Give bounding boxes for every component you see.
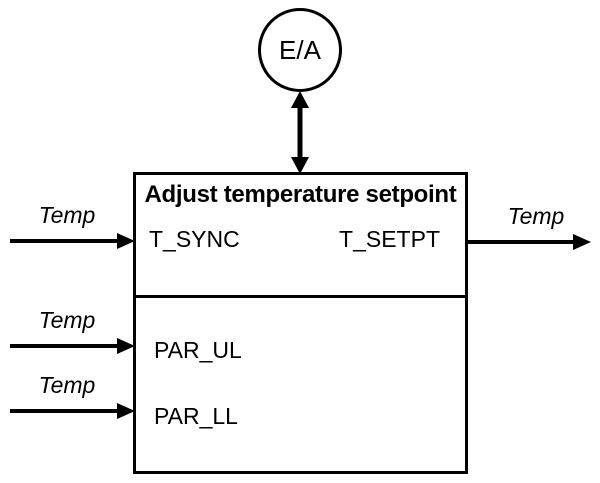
t-sync-input-arrow-icon <box>10 233 135 249</box>
temp-label-t-setpt-output: Temp <box>507 203 565 229</box>
function-block-title: Adjust temperature setpoint <box>144 181 457 208</box>
temp-label-par-ul-input: Temp <box>38 307 96 333</box>
port-t-setpt: T_SETPT <box>339 226 440 252</box>
block-section-divider <box>135 295 466 298</box>
t-setpt-output-arrow-icon <box>467 234 591 250</box>
temp-label-par-ll-input: Temp <box>38 372 96 398</box>
function-block: Adjust temperature setpoint T_SYNC T_SET… <box>133 172 468 474</box>
par-ll-input-arrow-icon <box>10 403 135 419</box>
event-circle: E/A <box>258 8 342 92</box>
par-ul-input-arrow-icon <box>10 338 135 354</box>
port-par-ul: PAR_UL <box>154 337 242 363</box>
port-t-sync: T_SYNC <box>149 226 240 252</box>
port-par-ll: PAR_LL <box>154 403 238 429</box>
event-circle-label: E/A <box>279 34 321 65</box>
event-connection-double-arrow-icon <box>291 91 309 174</box>
temp-label-t-sync-input: Temp <box>38 202 96 228</box>
